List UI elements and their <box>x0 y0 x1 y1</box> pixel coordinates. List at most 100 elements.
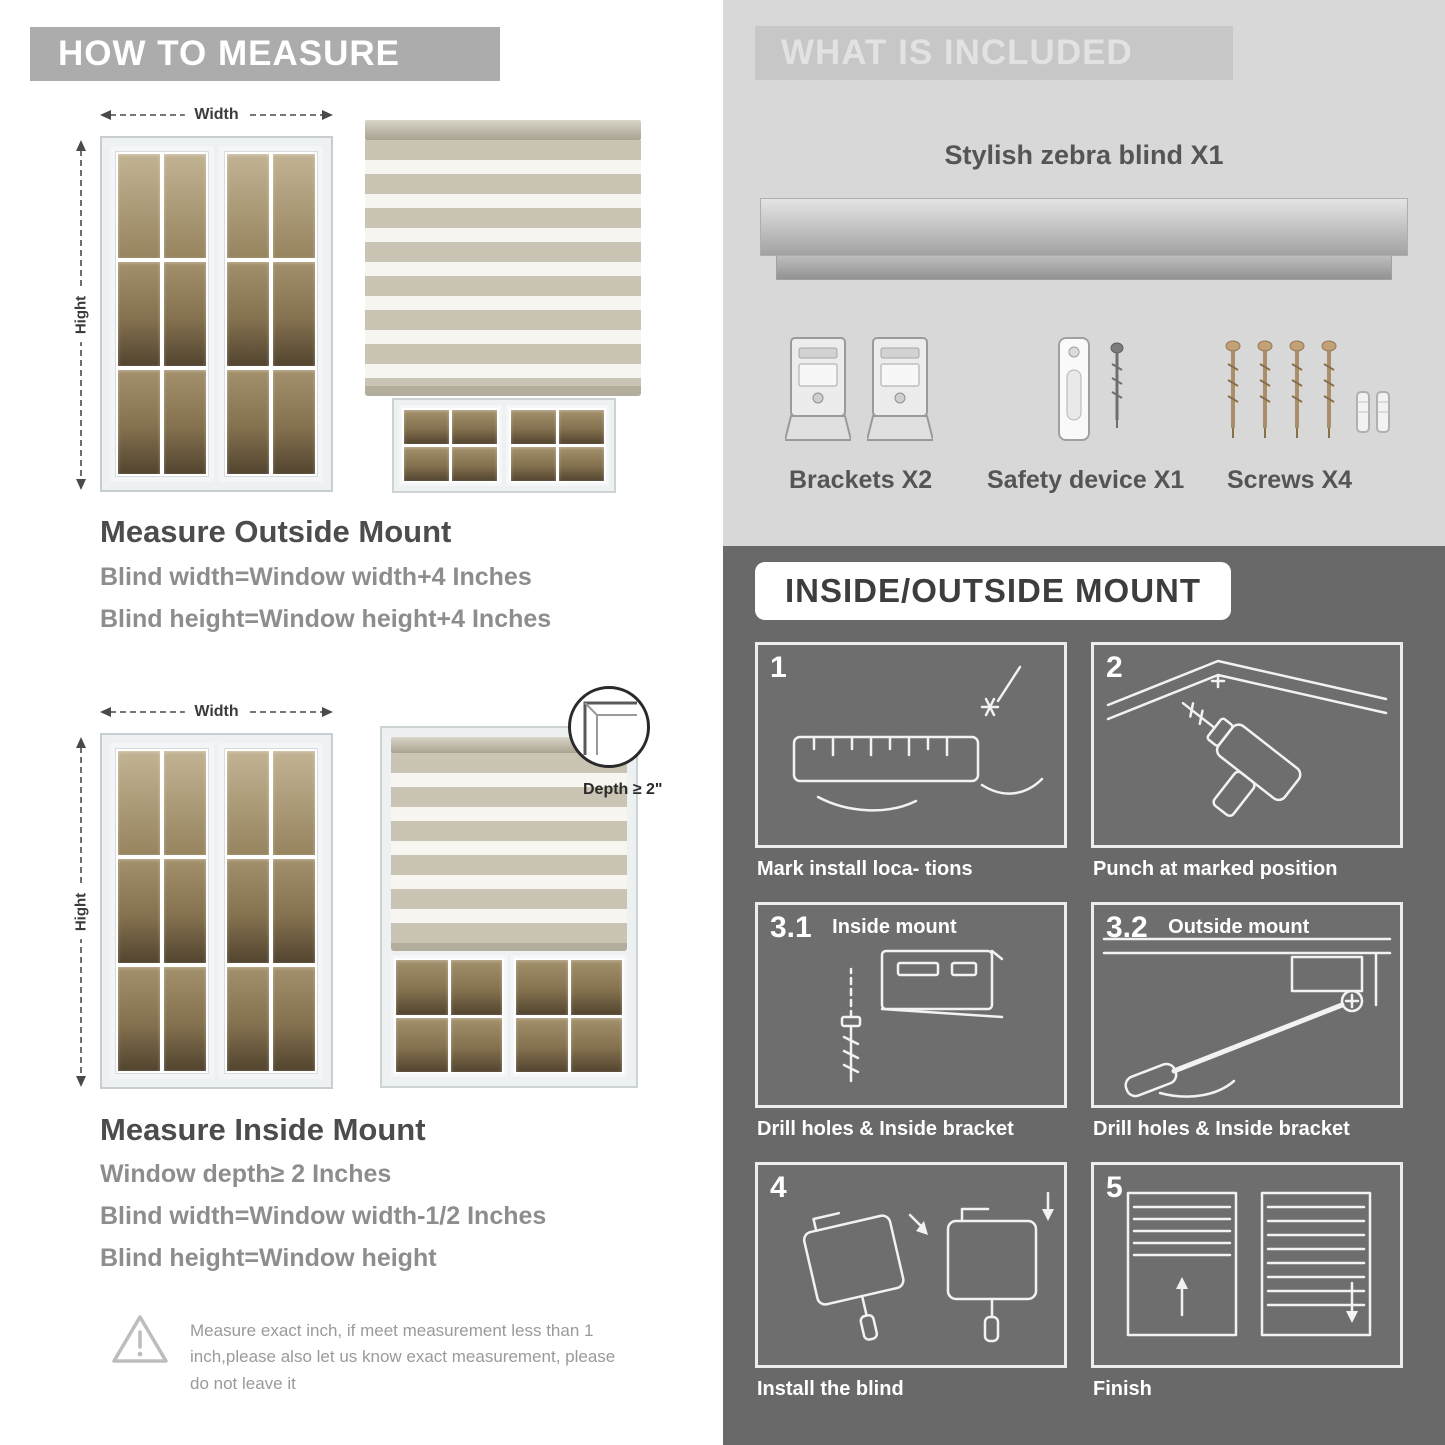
drill-illustration <box>1106 659 1388 817</box>
zebra-blind-illustration-inside <box>380 726 638 1088</box>
window-pane <box>511 447 556 481</box>
width-arrow: Width <box>100 703 333 721</box>
window-sash <box>219 146 323 482</box>
width-arrow-line <box>100 707 333 717</box>
window-panes <box>404 410 497 481</box>
outside-mount-line: Blind width=Window width+4 Inches <box>100 563 532 591</box>
screws-icon <box>1225 340 1390 438</box>
window-pane <box>164 370 206 474</box>
window-pane <box>273 370 315 474</box>
step-caption: Drill holes & Inside bracket <box>1093 1118 1350 1140</box>
window-pane <box>227 370 269 474</box>
window-sash <box>399 405 502 486</box>
outside-mount-line: Blind height=Window height+4 Inches <box>100 605 552 633</box>
window-sash <box>219 743 323 1079</box>
height-label: Hight <box>72 884 90 940</box>
window-panes <box>118 154 206 474</box>
window-pane <box>516 960 568 1015</box>
product-label: Stylish zebra blind X1 <box>944 140 1224 170</box>
window-panes <box>511 410 604 481</box>
inside-mount-title: Measure Inside Mount <box>100 1112 426 1147</box>
blind-cassette <box>391 737 627 753</box>
window-pane <box>396 960 448 1015</box>
how-to-measure-banner: HOW TO MEASURE <box>30 27 500 81</box>
warning-triangle-icon <box>112 1315 168 1363</box>
step-caption: Drill holes & Inside bracket <box>757 1118 1014 1140</box>
width-label: Width <box>184 703 249 721</box>
how-to-measure-section: HOW TO MEASURE Width Hight <box>30 27 663 1397</box>
step-panel: 3.2 Outside mount <box>1091 902 1403 1108</box>
step-number: 2 <box>1106 651 1123 684</box>
window-sash <box>511 955 627 1077</box>
window-pane <box>404 410 449 444</box>
window-panes <box>396 960 502 1072</box>
step-number: 4 <box>770 1171 787 1204</box>
right-column: WHAT IS INCLUDED Stylish zebra blind X1 <box>723 0 1445 1445</box>
inside-bracket-illustration <box>840 949 1004 1083</box>
step-5: 5 <box>1091 1162 1403 1422</box>
step-caption: Punch at marked position <box>1093 858 1338 880</box>
window-pane <box>396 1017 448 1072</box>
depth-label: Depth ≥ 2" <box>583 781 663 798</box>
window-panes <box>227 751 315 1071</box>
window-pane <box>227 967 269 1071</box>
step-header: 2 <box>1106 651 1123 685</box>
step-panel: 2 <box>1091 642 1403 848</box>
window-pane <box>227 859 269 963</box>
step-panel: 5 <box>1091 1162 1403 1368</box>
mount-steps-grid: 1 <box>755 642 1413 1422</box>
finish-illustration <box>1126 1191 1372 1337</box>
corner-detail-icon <box>583 701 637 755</box>
window-sash <box>110 743 214 1079</box>
step-1: 1 <box>755 642 1067 902</box>
window-pane <box>516 1017 568 1072</box>
window-pane <box>164 262 206 366</box>
inside-mount-line: Window depth≥ 2 Inches <box>100 1160 392 1188</box>
step-2: 2 <box>1091 642 1403 902</box>
window-pane <box>227 751 269 855</box>
mount-instructions-section: INSIDE/OUTSIDE MOUNT 1 <box>723 546 1445 1445</box>
inside-mount-line: Blind height=Window height <box>100 1244 437 1272</box>
window-pane <box>164 859 206 963</box>
safety-device-icon <box>1058 337 1124 441</box>
warning-text: Measure exact inch, if meet measurement … <box>190 1321 616 1393</box>
measurement-warning: Measure exact inch, if meet measurement … <box>110 1312 640 1397</box>
wall-anchor-icon <box>1356 391 1390 433</box>
window-pane <box>273 859 315 963</box>
window-panes <box>516 960 622 1072</box>
what-is-included-section: WHAT IS INCLUDED Stylish zebra blind X1 <box>723 0 1445 546</box>
step-number: 5 <box>1106 1171 1123 1204</box>
step-caption: Install the blind <box>757 1378 904 1400</box>
window-bottom-outside <box>392 398 616 493</box>
window-pane <box>164 154 206 258</box>
window-pane <box>450 960 502 1015</box>
width-arrow-line <box>100 110 333 120</box>
window-pane <box>559 410 604 444</box>
step-number: 1 <box>770 651 787 684</box>
step-number: 3.1 <box>770 911 812 944</box>
step-caption: Mark install loca- tions <box>757 858 973 880</box>
window-pane <box>404 447 449 481</box>
window-bottom-inside <box>391 955 627 1077</box>
window-panes <box>118 751 206 1071</box>
window-pane <box>164 751 206 855</box>
window-pane <box>227 262 269 366</box>
window-pane <box>227 154 269 258</box>
headrail-illustration <box>760 198 1408 256</box>
window-pane <box>452 447 497 481</box>
width-label: Width <box>184 106 249 124</box>
window-panes <box>227 154 315 474</box>
frame-inner <box>391 737 627 1077</box>
window-pane <box>118 967 160 1071</box>
step-caption: Finish <box>1093 1378 1152 1400</box>
width-arrow: Width <box>100 106 333 124</box>
window-sash <box>110 146 214 482</box>
window-pane <box>450 1017 502 1072</box>
height-arrow: Hight <box>72 737 90 1087</box>
window-pane <box>273 751 315 855</box>
screws-illustration <box>1219 336 1395 453</box>
step-header: 3.2 Outside mount <box>1106 911 1309 945</box>
window-illustration-outside <box>100 136 333 492</box>
window-sash <box>506 405 609 486</box>
